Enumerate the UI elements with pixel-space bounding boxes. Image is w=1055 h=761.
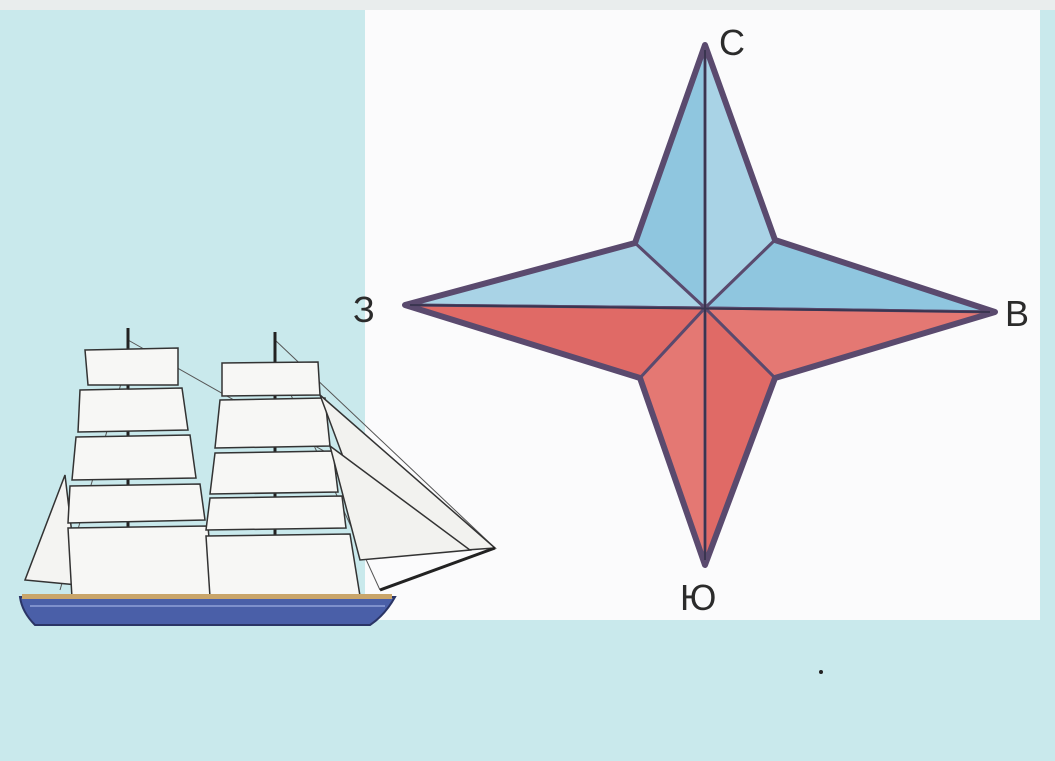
speck-dot	[819, 670, 823, 674]
east-label: В	[1005, 296, 1029, 332]
south-label: Ю	[680, 580, 716, 616]
north-label: С	[719, 25, 745, 61]
right-strip	[1040, 10, 1055, 620]
west-label: З	[353, 292, 375, 328]
